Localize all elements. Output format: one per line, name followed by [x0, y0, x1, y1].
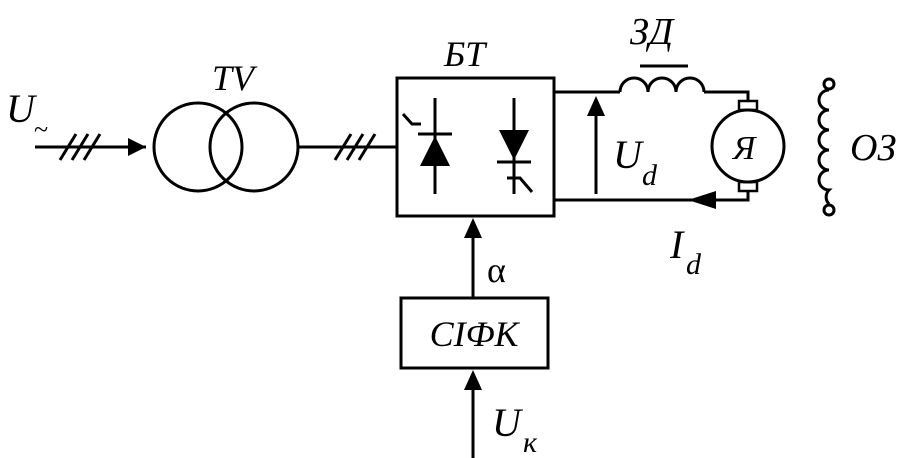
field-winding-label: ОЗ [850, 127, 896, 169]
dc-current-sub: d [686, 248, 702, 281]
armature-label: Я [731, 130, 757, 167]
converter-label: БТ [443, 34, 488, 74]
input-arrowhead [128, 138, 146, 156]
thyristor-icon [497, 98, 534, 194]
control-voltage-sub: к [523, 426, 538, 458]
dc-voltage-arrow [587, 96, 605, 194]
control-voltage-label: U [492, 400, 524, 445]
transformer-output-line [298, 133, 397, 161]
thyristor-icon [401, 98, 452, 194]
dc-voltage-label: U [613, 132, 645, 177]
phase-tick [345, 133, 365, 161]
phase-tick [70, 133, 90, 161]
control-voltage-arrow [464, 370, 482, 458]
phase-tick [58, 133, 78, 161]
input-voltage-label: U [6, 86, 38, 131]
field-winding [817, 77, 836, 217]
firing-angle-label: α [487, 250, 506, 290]
input-voltage-sub: ~ [34, 115, 48, 144]
input-line [35, 133, 146, 161]
dc-voltage-sub: d [642, 159, 658, 192]
dc-current-arrowhead [688, 191, 716, 209]
firing-angle-arrow [464, 218, 482, 298]
choke-coil [618, 76, 706, 93]
control-system-label: СІФК [430, 314, 521, 354]
phase-tick [357, 133, 377, 161]
armature [710, 99, 786, 193]
control-system-block [399, 296, 550, 370]
choke-label: ЗД [630, 11, 675, 53]
converter-block [395, 76, 556, 218]
transformer-label: TV [212, 58, 258, 98]
transformer-tv [152, 101, 300, 193]
phase-tick [82, 133, 102, 161]
phase-tick [333, 133, 353, 161]
dc-current-label: I [669, 222, 685, 267]
